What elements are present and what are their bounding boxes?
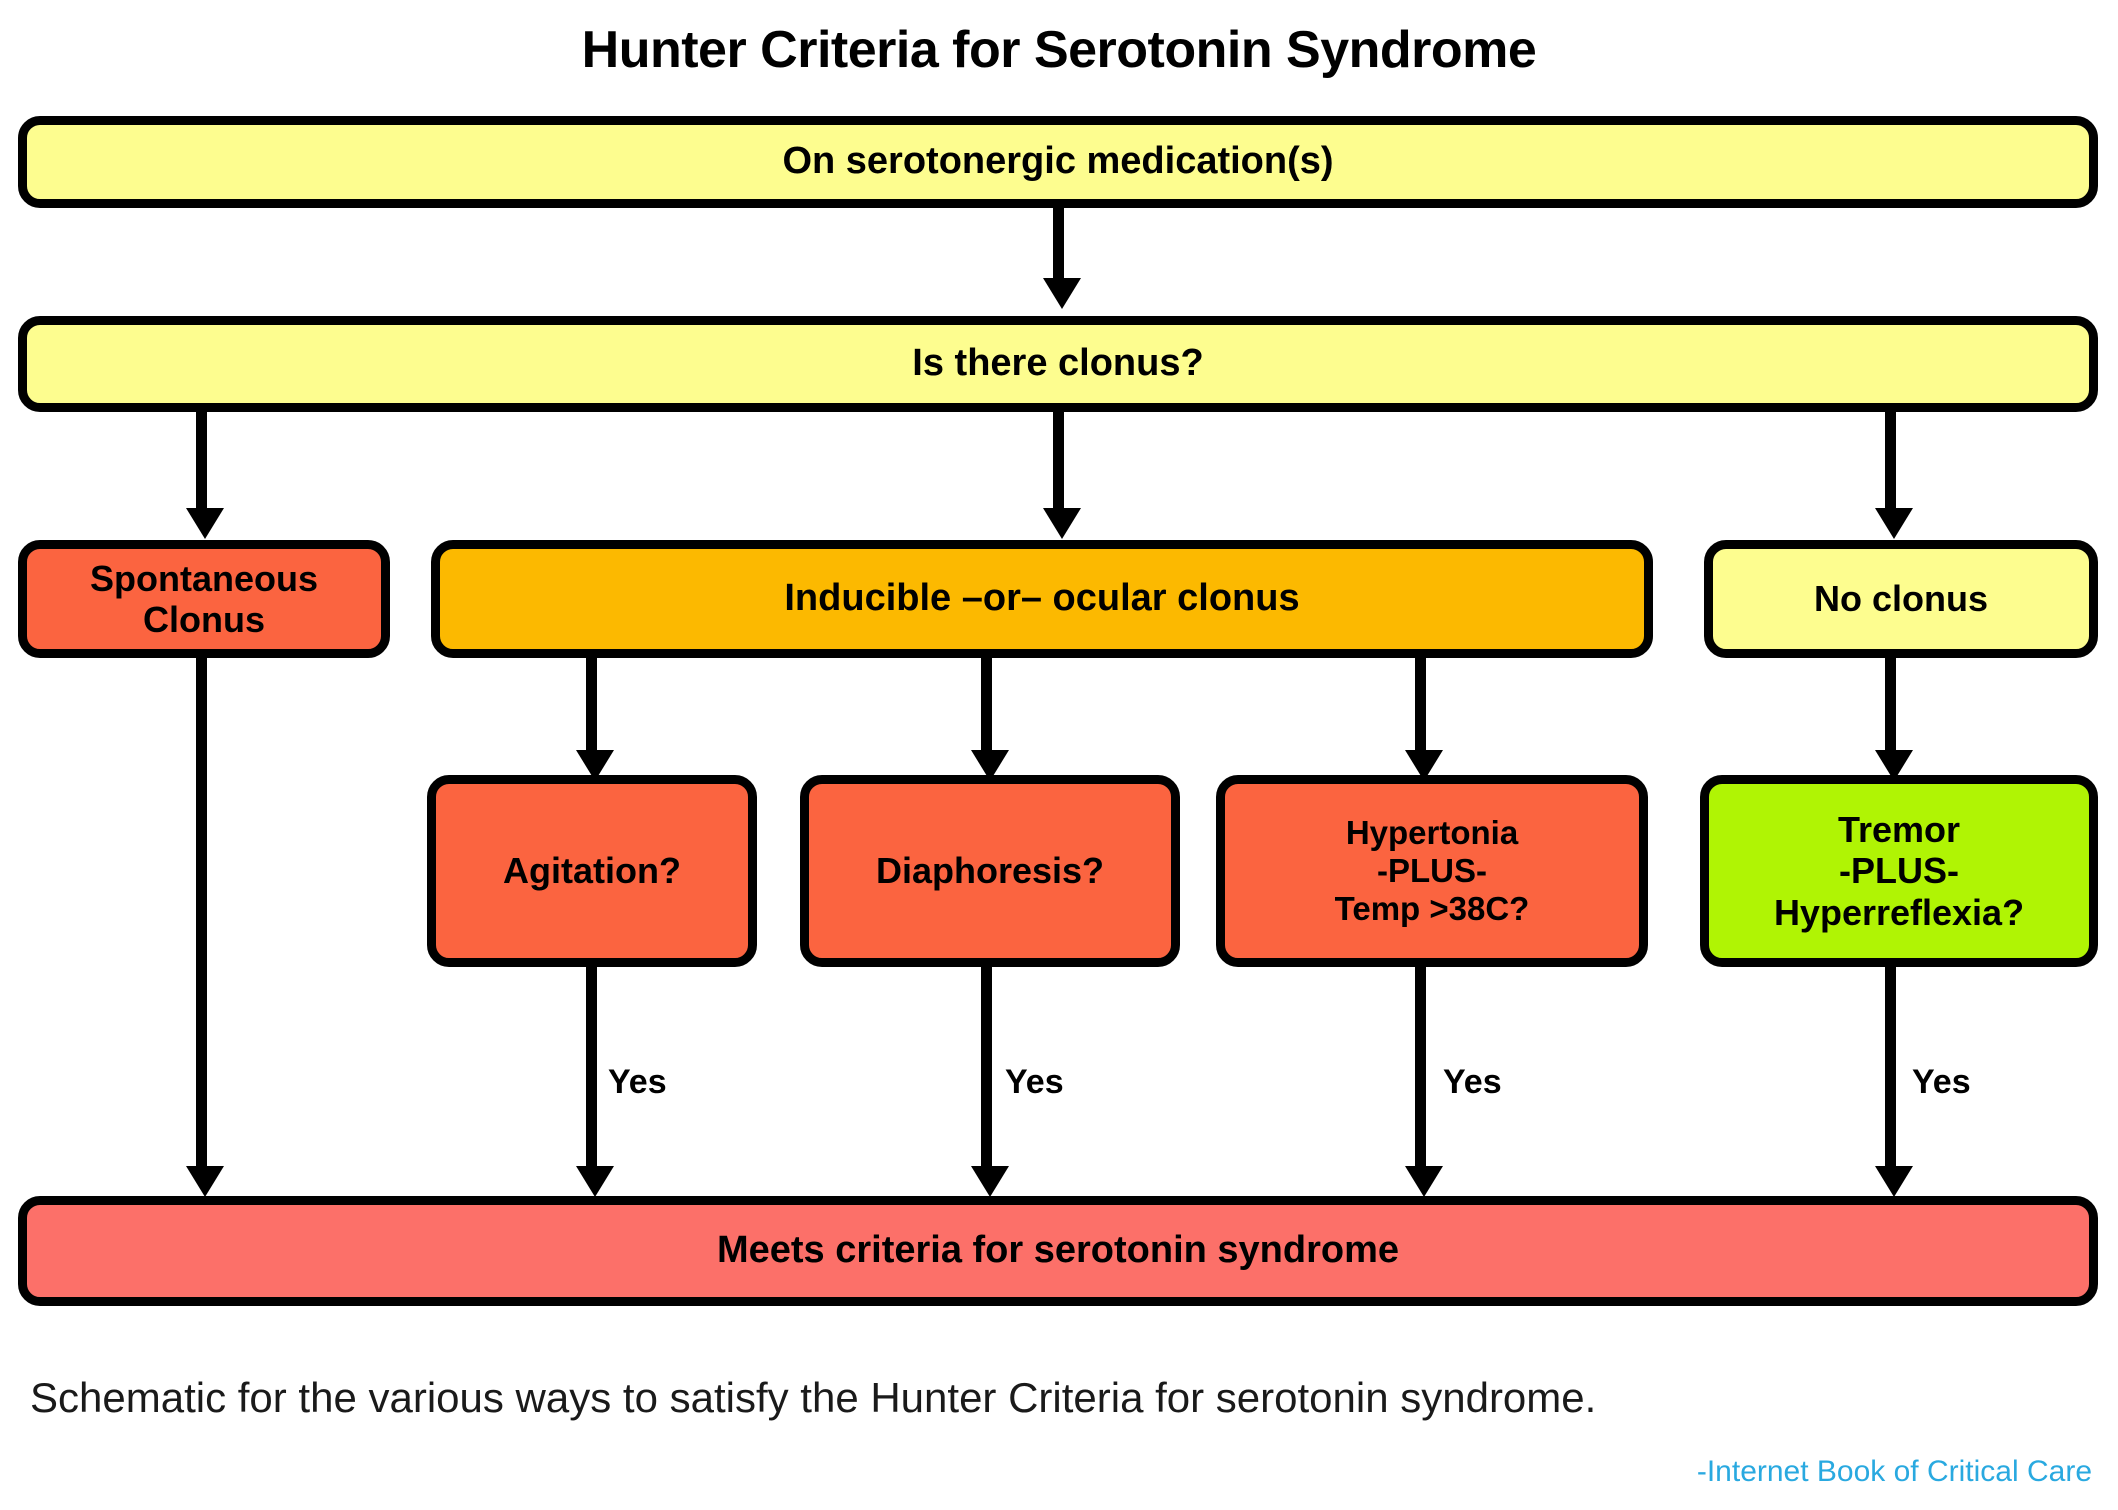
node-label-line-1: Spontaneous — [89, 557, 318, 599]
figure-caption: Schematic for the various ways to satisf… — [30, 1374, 1597, 1421]
connector-inducible-to-diaphoresis — [981, 658, 992, 752]
arrowhead-hypertonia-to-outcome — [1405, 1166, 1443, 1197]
node-meets-criteria-outcome[interactable]: Meets criteria for serotonin syndrome — [18, 1196, 2098, 1306]
connector-agitation-to-outcome — [586, 967, 597, 1170]
node-label: Agitation? — [503, 850, 681, 892]
node-agitation[interactable]: Agitation? — [427, 775, 757, 967]
node-is-there-clonus[interactable]: Is there clonus? — [18, 316, 2098, 412]
arrowhead-spontaneous-to-outcome — [186, 1166, 224, 1197]
node-label: Is there clonus? — [912, 342, 1204, 385]
edge-label-yes-diaphoresis: Yes — [1005, 1063, 1064, 1101]
node-label: Inducible –or– ocular clonus — [784, 577, 1300, 620]
node-hypertonia-plus-temp[interactable]: Hypertonia -PLUS- Temp >38C? — [1216, 775, 1648, 967]
connector-inducible-to-hypertonia — [1415, 658, 1426, 752]
connector-inducible-to-agitation — [586, 658, 597, 752]
node-on-serotonergic-medication[interactable]: On serotonergic medication(s) — [18, 116, 2098, 208]
node-label-line-1: Tremor — [1837, 808, 1961, 850]
page-title: Hunter Criteria for Serotonin Syndrome — [581, 21, 1537, 79]
connector-tremor-to-outcome — [1885, 967, 1896, 1170]
arrowhead-tremor-to-outcome — [1875, 1166, 1913, 1197]
node-inducible-or-ocular-clonus[interactable]: Inducible –or– ocular clonus — [431, 540, 1653, 658]
arrowhead-start-to-clonus-question — [1043, 278, 1081, 309]
node-tremor-plus-hyperreflexia[interactable]: Tremor -PLUS- Hyperreflexia? — [1700, 775, 2098, 967]
connector-clonus-to-spontaneous — [196, 412, 207, 510]
node-label-line-2: Clonus — [143, 599, 265, 640]
connector-clonus-to-no-clonus — [1885, 412, 1896, 510]
connector-no-clonus-to-tremor — [1885, 658, 1896, 752]
arrowhead-agitation-to-outcome — [576, 1166, 614, 1197]
edge-label-yes-hypertonia: Yes — [1443, 1063, 1502, 1101]
node-spontaneous-clonus[interactable]: Spontaneous Clonus — [18, 540, 390, 658]
node-label: No clonus — [1813, 578, 1988, 620]
node-label-line-1: Hypertonia — [1345, 814, 1519, 852]
node-label-line-3: Temp >38C? — [1334, 889, 1530, 927]
connector-diaphoresis-to-outcome — [981, 967, 992, 1170]
connector-clonus-to-inducible — [1053, 412, 1064, 510]
node-label: On serotonergic medication(s) — [782, 140, 1334, 183]
node-label-line-2: -PLUS- — [1377, 852, 1487, 890]
arrowhead-clonus-to-no-clonus — [1875, 508, 1913, 539]
connector-start-to-clonus-question — [1053, 208, 1064, 280]
arrowhead-diaphoresis-to-outcome — [971, 1166, 1009, 1197]
arrowhead-clonus-to-spontaneous — [186, 508, 224, 539]
node-label-line-3: Hyperreflexia? — [1773, 891, 2025, 933]
connector-hypertonia-to-outcome — [1415, 967, 1426, 1170]
connector-spontaneous-to-outcome — [196, 658, 207, 1170]
node-label: Diaphoresis? — [875, 850, 1105, 892]
node-no-clonus[interactable]: No clonus — [1704, 540, 2098, 658]
edge-label-yes-agitation: Yes — [608, 1063, 667, 1101]
node-label-line-2: -PLUS- — [1839, 850, 1959, 892]
source-attribution: -Internet Book of Critical Care — [1696, 1455, 2092, 1488]
edge-label-yes-tremor: Yes — [1912, 1063, 1971, 1101]
arrowhead-clonus-to-inducible — [1043, 508, 1081, 539]
node-label: Meets criteria for serotonin syndrome — [716, 1229, 1400, 1272]
node-diaphoresis[interactable]: Diaphoresis? — [800, 775, 1180, 967]
